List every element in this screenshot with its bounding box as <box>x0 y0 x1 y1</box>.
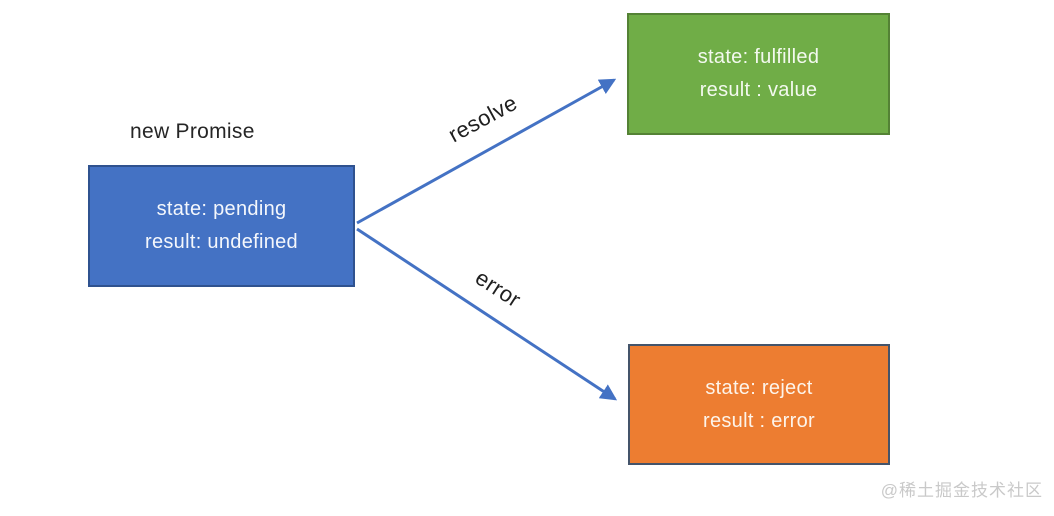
node-reject-state-text: state: reject <box>705 376 813 399</box>
node-fulfilled-state-text: state: fulfilled <box>697 46 820 68</box>
error-arrow-label: error <box>470 264 526 313</box>
new-promise-label: new Promise <box>130 120 255 143</box>
node-pending: state: pending result: undefined <box>88 165 355 287</box>
node-fulfilled-result-text: result : value <box>699 79 818 101</box>
node-pending-state-text: state: pending <box>156 198 287 220</box>
resolve-arrow-label: resolve <box>444 89 522 148</box>
node-reject: state: reject result : error <box>628 344 890 465</box>
node-reject-result-text: result : error <box>702 409 815 432</box>
error-arrow <box>356 227 618 401</box>
watermark: @稀土掘金技术社区 <box>880 481 1043 500</box>
node-fulfilled: state: fulfilled result : value <box>627 13 890 135</box>
node-pending-result-text: result: undefined <box>145 231 298 253</box>
